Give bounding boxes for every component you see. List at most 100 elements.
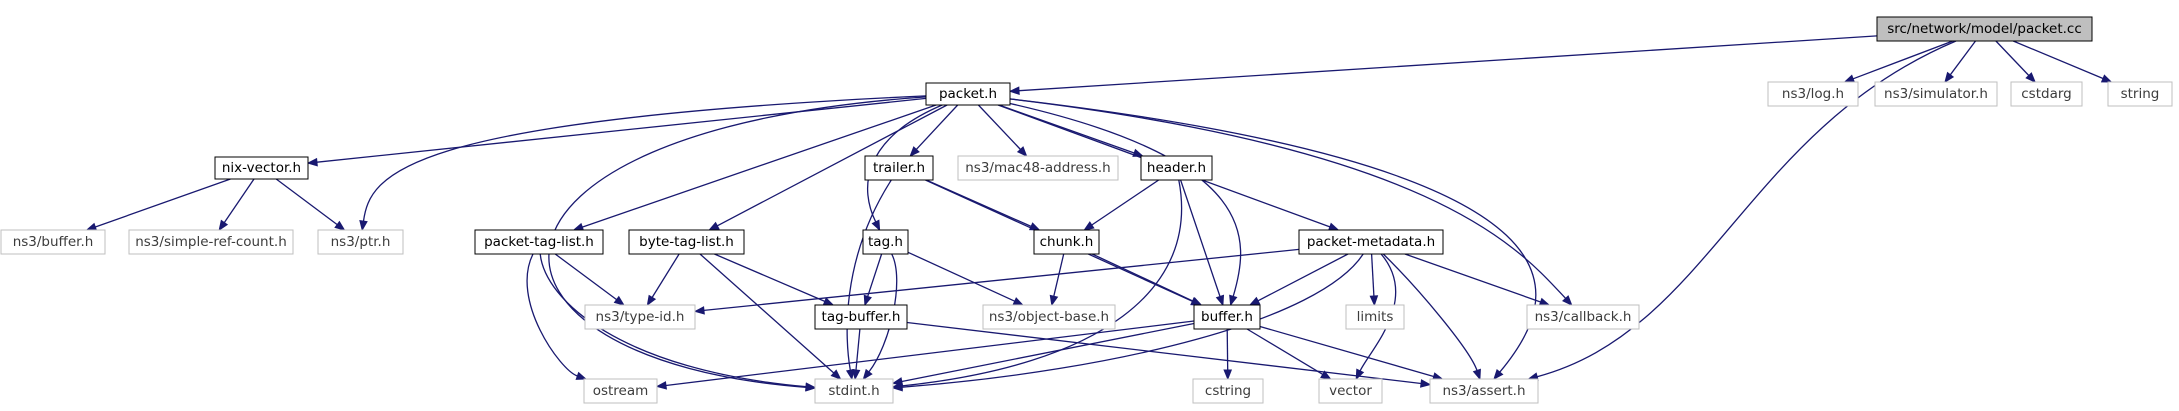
edge-nix-vector-h-to-buffer-ns3-h (85, 178, 231, 231)
node-packet-tag-list-h[interactable]: packet-tag-list.h (474, 229, 604, 255)
edge-arrowhead (909, 146, 920, 157)
edge-line (907, 251, 1015, 302)
node-box (814, 378, 894, 404)
edge-arrowhead (1248, 296, 1261, 306)
edge-line (1257, 253, 1349, 302)
edge-arrowhead (805, 382, 817, 391)
edge-line (1009, 98, 1537, 373)
node-label: tag-buffer.h (822, 309, 901, 325)
node-box (474, 229, 604, 255)
edge-arrowhead (708, 221, 720, 231)
node-box (1876, 16, 2093, 42)
edge-line (1382, 253, 1478, 371)
edge-packet-metadata-h-to-type-id-h (693, 248, 1300, 315)
node-buffer-h[interactable]: buffer.h (1193, 304, 1261, 330)
edge-byte-tag-list-h-to-tag-buffer-h (714, 253, 835, 306)
edge-line (714, 253, 826, 302)
node-nix-vector-h[interactable]: nix-vector.h (214, 156, 309, 180)
node-tag-buffer-h[interactable]: tag-buffer.h (814, 304, 908, 330)
edge-tag-h-to-object-base-h (907, 251, 1025, 306)
edge-packet-h-to-packet-tag-list-h (572, 104, 937, 232)
node-box (0, 229, 106, 255)
edge-packet-cc-to-log-h (1843, 40, 1954, 83)
edge-byte-tag-list-h-to-stdint-h (699, 253, 842, 380)
node-header-h[interactable]: header.h (1140, 155, 1213, 181)
edge-arrowhead (862, 368, 873, 381)
node-label: header.h (1147, 160, 1206, 176)
node-type-id-h: ns3/type-id.h (584, 304, 696, 330)
node-label: trailer.h (873, 160, 925, 176)
edge-arrowhead (306, 157, 318, 167)
edge-arrowhead (1083, 221, 1095, 231)
node-byte-tag-list-h[interactable]: byte-tag-list.h (628, 229, 745, 255)
edge-line (901, 179, 1183, 387)
edge-line (901, 322, 1195, 383)
edge-line (1226, 328, 1229, 371)
node-label: ns3/simulator.h (1884, 86, 1988, 102)
edge-arrowhead (845, 368, 855, 381)
node-box (1345, 304, 1405, 330)
edge-arrowhead (613, 295, 625, 306)
node-box (1526, 304, 1640, 330)
edge-packet-metadata-h-to-stdint-h (891, 253, 1364, 392)
edge-arrowhead (1008, 86, 1020, 96)
node-label: string (2121, 86, 2160, 102)
edge-header-h-to-stdint-h (891, 179, 1183, 391)
node-packet-metadata-h[interactable]: packet-metadata.h (1298, 229, 1444, 255)
edge-line (1852, 40, 1954, 80)
edge-packet-h-to-nix-vector-h (306, 97, 927, 167)
node-tag-h[interactable]: tag.h (862, 229, 909, 255)
node-limits: limits (1345, 304, 1405, 330)
edge-arrowhead (891, 377, 904, 386)
node-box (862, 229, 909, 255)
node-box (957, 155, 1119, 181)
node-box (317, 229, 404, 255)
edge-arrowhead (1320, 370, 1332, 380)
edge-line (846, 179, 892, 371)
node-ostream: ostream (583, 378, 658, 404)
edge-line (855, 328, 861, 371)
edge-arrowhead (1327, 222, 1340, 231)
edge-arrowhead (1223, 369, 1233, 381)
node-packet-h[interactable]: packet.h (925, 82, 1011, 106)
edge-arrowhead (2100, 74, 2113, 83)
edge-line (699, 253, 835, 374)
node-packet-cc[interactable]: src/network/model/packet.cc (1876, 16, 2093, 42)
node-buffer-ns3-h: ns3/buffer.h (0, 229, 106, 255)
edge-line (651, 253, 680, 298)
edge-arrowhead (863, 294, 872, 307)
edge-arrowhead (2025, 72, 2037, 83)
node-box (982, 304, 1116, 330)
node-label: packet-tag-list.h (484, 234, 594, 250)
node-chunk-h[interactable]: chunk.h (1033, 229, 1100, 255)
node-label: ns3/simple-ref-count.h (135, 234, 287, 250)
edge-line (977, 104, 1021, 150)
edge-line (1009, 98, 1567, 299)
node-box (1140, 155, 1213, 181)
edge-arrowhead (851, 369, 861, 381)
edge-packet-cc-to-simulator-h (1944, 40, 1977, 84)
edge-nix-vector-h-to-ptr-h (275, 178, 346, 231)
node-label: ns3/ptr.h (331, 234, 391, 250)
edge-chunk-h-to-object-base-h (1049, 253, 1065, 307)
edge-arrowhead (85, 222, 98, 231)
node-box (1193, 304, 1261, 330)
edge-line (867, 253, 883, 297)
edge-arrowhead (1472, 368, 1481, 381)
edge-arrowhead (1369, 295, 1379, 307)
edge-line (316, 97, 927, 163)
node-label: ns3/log.h (1782, 86, 1844, 102)
edge-line (716, 104, 948, 227)
node-label: tag.h (868, 234, 903, 250)
edge-arrowhead (1012, 297, 1025, 306)
node-label: ns3/buffer.h (13, 234, 94, 250)
node-trailer-h[interactable]: trailer.h (864, 155, 934, 181)
edge-buffer-h-to-ostream (655, 320, 1195, 390)
edge-tag-buffer-h-to-stdint-h (851, 328, 861, 381)
edge-tag-buffer-h-to-assert-h (906, 321, 1432, 388)
node-label: ns3/assert.h (1442, 383, 1525, 399)
edge-arrowhead (1944, 71, 1955, 84)
edge-buffer-h-to-stdint-h (891, 322, 1195, 386)
node-box (583, 378, 658, 404)
edge-line (362, 95, 927, 222)
